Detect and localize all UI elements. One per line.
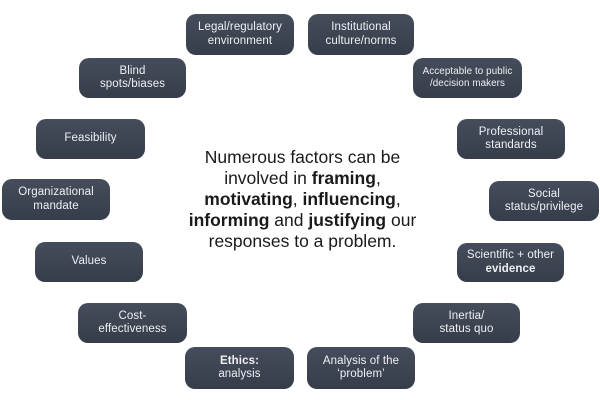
factor-label: Scientific + other bbox=[466, 249, 555, 261]
factor-label: Blind bbox=[119, 64, 146, 77]
factor-label: ‘problem’ bbox=[337, 368, 385, 380]
center-statement-line: Numerous factors can be bbox=[204, 147, 401, 167]
factor-box-social-status-privilege: Social status/privilege bbox=[489, 181, 599, 221]
center-statement: Numerous factors can be involved in fram… bbox=[150, 147, 455, 252]
emphasized-word: justifying bbox=[308, 210, 387, 230]
factor-label: Institutional bbox=[331, 21, 391, 33]
factor-box-ethics-analysis: Ethics: analysis bbox=[185, 347, 294, 389]
emphasized-word: framing bbox=[311, 168, 376, 188]
factor-box-blind-spots-biases: Blind spots/biases bbox=[79, 58, 186, 98]
factor-label: Inertia/ bbox=[448, 309, 485, 322]
factor-box-organizational-mandate: Organizational mandate bbox=[2, 179, 110, 220]
factor-label: mandate bbox=[33, 199, 79, 212]
factor-box-legal-regulatory-environment: Legal/regulatory environment bbox=[186, 14, 294, 55]
factor-label: Feasibility bbox=[64, 132, 117, 145]
factor-box-cost-effectiveness: Cost- effectiveness bbox=[78, 303, 187, 343]
factor-label: Cost- bbox=[118, 309, 147, 322]
factor-label: culture/norms bbox=[325, 34, 397, 47]
factor-label: spots/biases bbox=[99, 78, 166, 90]
factor-label: effectiveness bbox=[98, 323, 167, 335]
factor-label: Organizational bbox=[18, 186, 94, 198]
factor-box-analysis-of-the-problem: Analysis of the ‘problem’ bbox=[307, 347, 415, 389]
factor-label: status quo bbox=[439, 323, 494, 335]
center-statement-line: involved in framing, bbox=[224, 168, 381, 188]
factor-label: analysis bbox=[218, 368, 261, 380]
factor-label: Acceptable to public bbox=[422, 66, 513, 77]
factor-label-emphasis: evidence bbox=[485, 262, 536, 275]
factor-box-professional-standards: Professional standards bbox=[457, 119, 565, 159]
factor-label: Legal/regulatory bbox=[197, 21, 283, 33]
factor-label: Analysis of the bbox=[322, 354, 400, 367]
factor-box-feasibility: Feasibility bbox=[36, 119, 145, 159]
factor-label: /decision makers bbox=[429, 78, 506, 89]
factor-box-acceptable-to-public-decision-makers: Acceptable to public /decision makers bbox=[413, 58, 522, 98]
center-statement-line: responses to a problem. bbox=[208, 231, 397, 251]
factor-label: Values bbox=[71, 255, 107, 268]
factor-label: status/privilege bbox=[504, 201, 584, 213]
factor-label: Professional bbox=[478, 125, 544, 138]
factor-box-inertia-status-quo: Inertia/ status quo bbox=[413, 303, 520, 343]
factor-box-institutional-culture-norms: Institutional culture/norms bbox=[308, 14, 414, 55]
factor-label: standards bbox=[485, 139, 537, 151]
center-statement-line: informing and justifying our bbox=[188, 210, 417, 230]
factor-label: Social bbox=[528, 187, 560, 200]
factor-label: environment bbox=[207, 34, 273, 47]
factor-label-emphasis: Ethics: bbox=[219, 354, 260, 367]
emphasized-word: informing bbox=[188, 210, 270, 230]
emphasized-word: motivating bbox=[204, 189, 293, 209]
center-statement-line: motivating, influencing, bbox=[204, 189, 401, 209]
factor-box-values: Values bbox=[35, 242, 143, 282]
emphasized-word: influencing bbox=[302, 189, 396, 209]
factor-box-scientific-and-other-evidence: Scientific + other evidence bbox=[457, 243, 564, 282]
